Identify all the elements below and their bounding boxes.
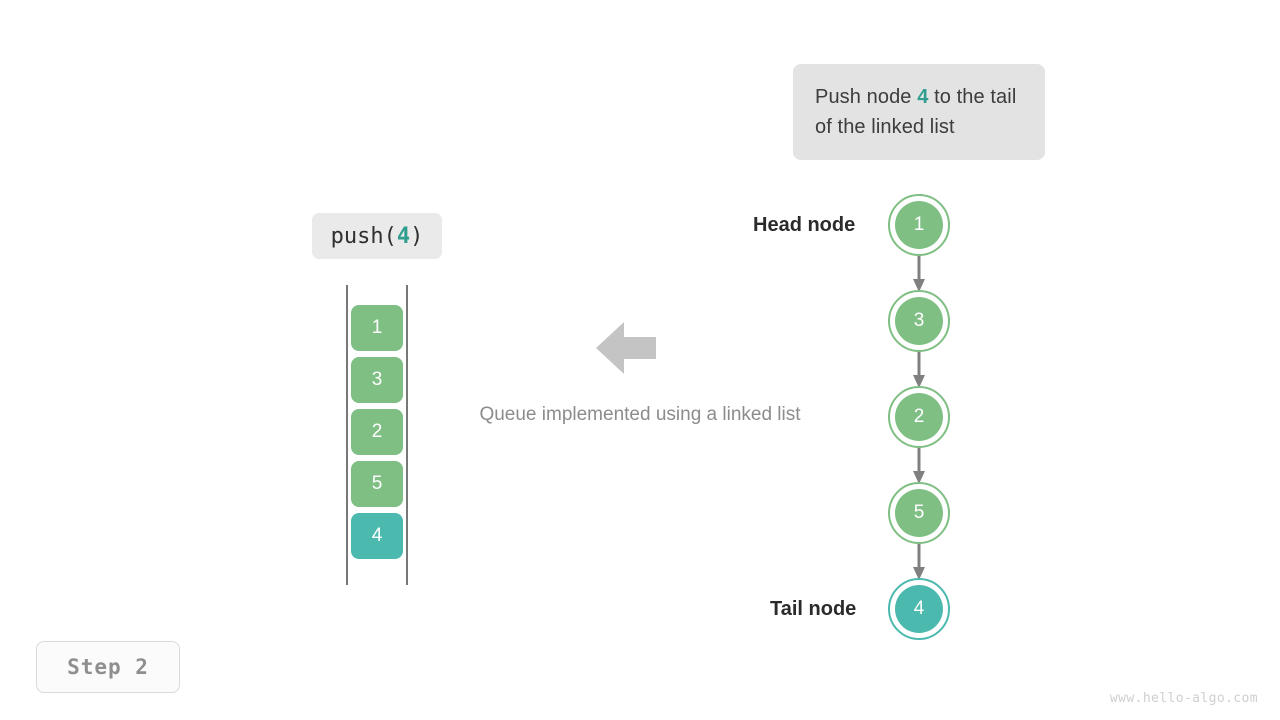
list-node: 1 xyxy=(888,194,950,256)
instruction-value: 4 xyxy=(917,86,929,108)
instruction-callout: Push node 4 to the tail of the linked li… xyxy=(793,64,1045,160)
node-value: 5 xyxy=(895,489,943,537)
operation-name: push( xyxy=(330,223,397,249)
watermark: www.hello-algo.com xyxy=(1109,691,1258,706)
list-node: 4 xyxy=(888,578,950,640)
node-ring xyxy=(888,290,950,352)
left-arrow-icon xyxy=(596,322,656,374)
queue-cell: 4 xyxy=(351,513,403,559)
node-ring xyxy=(888,482,950,544)
node-value: 3 xyxy=(895,297,943,345)
middle-caption: Queue implemented using a linked list xyxy=(479,404,801,425)
head-node-label: Head node xyxy=(753,214,856,236)
instruction-prefix: Push node xyxy=(815,86,918,108)
node-connector-arrow xyxy=(913,448,925,484)
queue-cell: 1 xyxy=(351,305,403,351)
node-connector-arrow xyxy=(913,256,925,292)
queue-container: 1 3 2 5 4 xyxy=(346,285,408,585)
operation-label: push(4) xyxy=(312,213,442,259)
queue-rail-left xyxy=(346,285,348,585)
node-value: 2 xyxy=(895,393,943,441)
queue-cell: 2 xyxy=(351,409,403,455)
list-node: 2 xyxy=(888,386,950,448)
node-ring xyxy=(888,194,950,256)
linked-list-container: 1 3 2 5 4 xyxy=(888,194,952,642)
queue-cell: 3 xyxy=(351,357,403,403)
step-badge: Step 2 xyxy=(36,641,180,693)
node-ring xyxy=(888,386,950,448)
node-connector-arrow xyxy=(913,352,925,388)
queue-cells: 1 3 2 5 4 xyxy=(351,305,403,559)
list-node: 3 xyxy=(888,290,950,352)
operation-argument: 4 xyxy=(396,223,411,249)
node-value: 1 xyxy=(895,201,943,249)
queue-cell: 5 xyxy=(351,461,403,507)
instruction-text: Push node 4 to the tail of the linked li… xyxy=(815,82,1023,142)
instruction-suffix: to the tail of the linked list xyxy=(815,86,1017,138)
operation-close-paren: ) xyxy=(410,223,424,249)
node-value: 4 xyxy=(895,585,943,633)
tail-node-label: Tail node xyxy=(770,598,857,620)
queue-rail-right xyxy=(406,285,408,585)
list-node: 5 xyxy=(888,482,950,544)
node-connector-arrow xyxy=(913,544,925,580)
node-ring xyxy=(888,578,950,640)
